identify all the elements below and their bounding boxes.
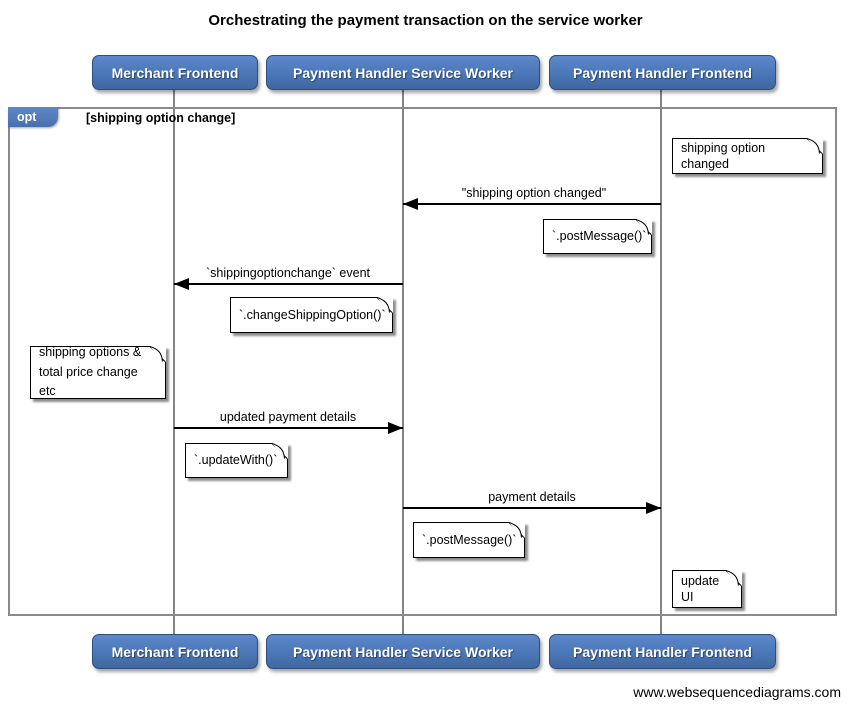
opt-frame-guard: [shipping option change] [86,111,236,125]
actor-label: Payment Handler Service Worker [293,64,513,81]
folded-corner-icon [807,138,823,154]
actor-payment-handler-service-worker-bottom: Payment Handler Service Worker [266,634,540,669]
actor-label: Payment Handler Service Worker [293,643,513,660]
message-label: payment details [488,490,576,504]
actor-label: Merchant Frontend [111,64,239,81]
folded-corner-icon [150,346,166,362]
actor-label: Merchant Frontend [111,643,239,660]
arrowhead-left-icon [174,278,189,290]
note-text: `.changeShippingOption()` [239,307,386,322]
actor-merchant-frontend-bottom: Merchant Frontend [92,634,258,669]
actor-payment-handler-service-worker-top: Payment Handler Service Worker [266,55,540,90]
note-text: `.postMessage()` [422,532,517,547]
message-label: "shipping option changed" [461,186,607,200]
note-text: `.updateWith()` [194,453,278,468]
opt-frame-operator: opt [8,107,58,127]
message-label: `shippingoptionchange` event [205,266,371,280]
arrowhead-right-icon [646,502,661,514]
message-line [403,507,661,509]
note-shipping-options-change: shipping options & total price change et… [30,345,166,399]
folded-corner-icon [272,443,288,459]
note-text: `.postMessage()` [552,229,647,244]
actor-payment-handler-frontend-top: Payment Handler Frontend [549,55,776,90]
folded-corner-icon [726,570,742,586]
lifeline-payment-handler-service-worker [402,90,404,636]
opt-frame: opt [shipping option change] [8,107,837,616]
arrowhead-right-icon [388,422,403,434]
websequencediagrams-credit: www.websequencediagrams.com [633,684,841,700]
note-text: shipping option changed [681,140,766,171]
folded-corner-icon [377,297,393,313]
note-postmessage-2: `.postMessage()` [413,522,525,558]
note-changeshippingoption: `.changeShippingOption()` [230,297,393,333]
note-postmessage-1: `.postMessage()` [543,219,652,254]
actor-label: Payment Handler Frontend [573,643,752,660]
note-text: shipping options & total price change et… [39,345,142,399]
actor-merchant-frontend-top: Merchant Frontend [92,55,258,90]
note-update-ui: update UI [672,570,742,608]
arrowhead-left-icon [403,198,418,210]
diagram-title: Orchestrating the payment transaction on… [208,12,643,29]
note-text: update UI [681,573,720,604]
message-line [403,203,661,205]
lifeline-merchant-frontend [173,90,175,636]
folded-corner-icon [509,522,525,538]
actor-label: Payment Handler Frontend [573,64,752,81]
message-line [174,427,403,429]
folded-corner-icon [636,219,652,235]
message-label: updated payment details [219,410,357,424]
note-shipping-option-changed: shipping option changed [672,138,823,174]
lifeline-payment-handler-frontend [660,90,662,636]
note-updatewith: `.updateWith()` [185,443,288,478]
message-line [174,283,403,285]
actor-payment-handler-frontend-bottom: Payment Handler Frontend [549,634,776,669]
